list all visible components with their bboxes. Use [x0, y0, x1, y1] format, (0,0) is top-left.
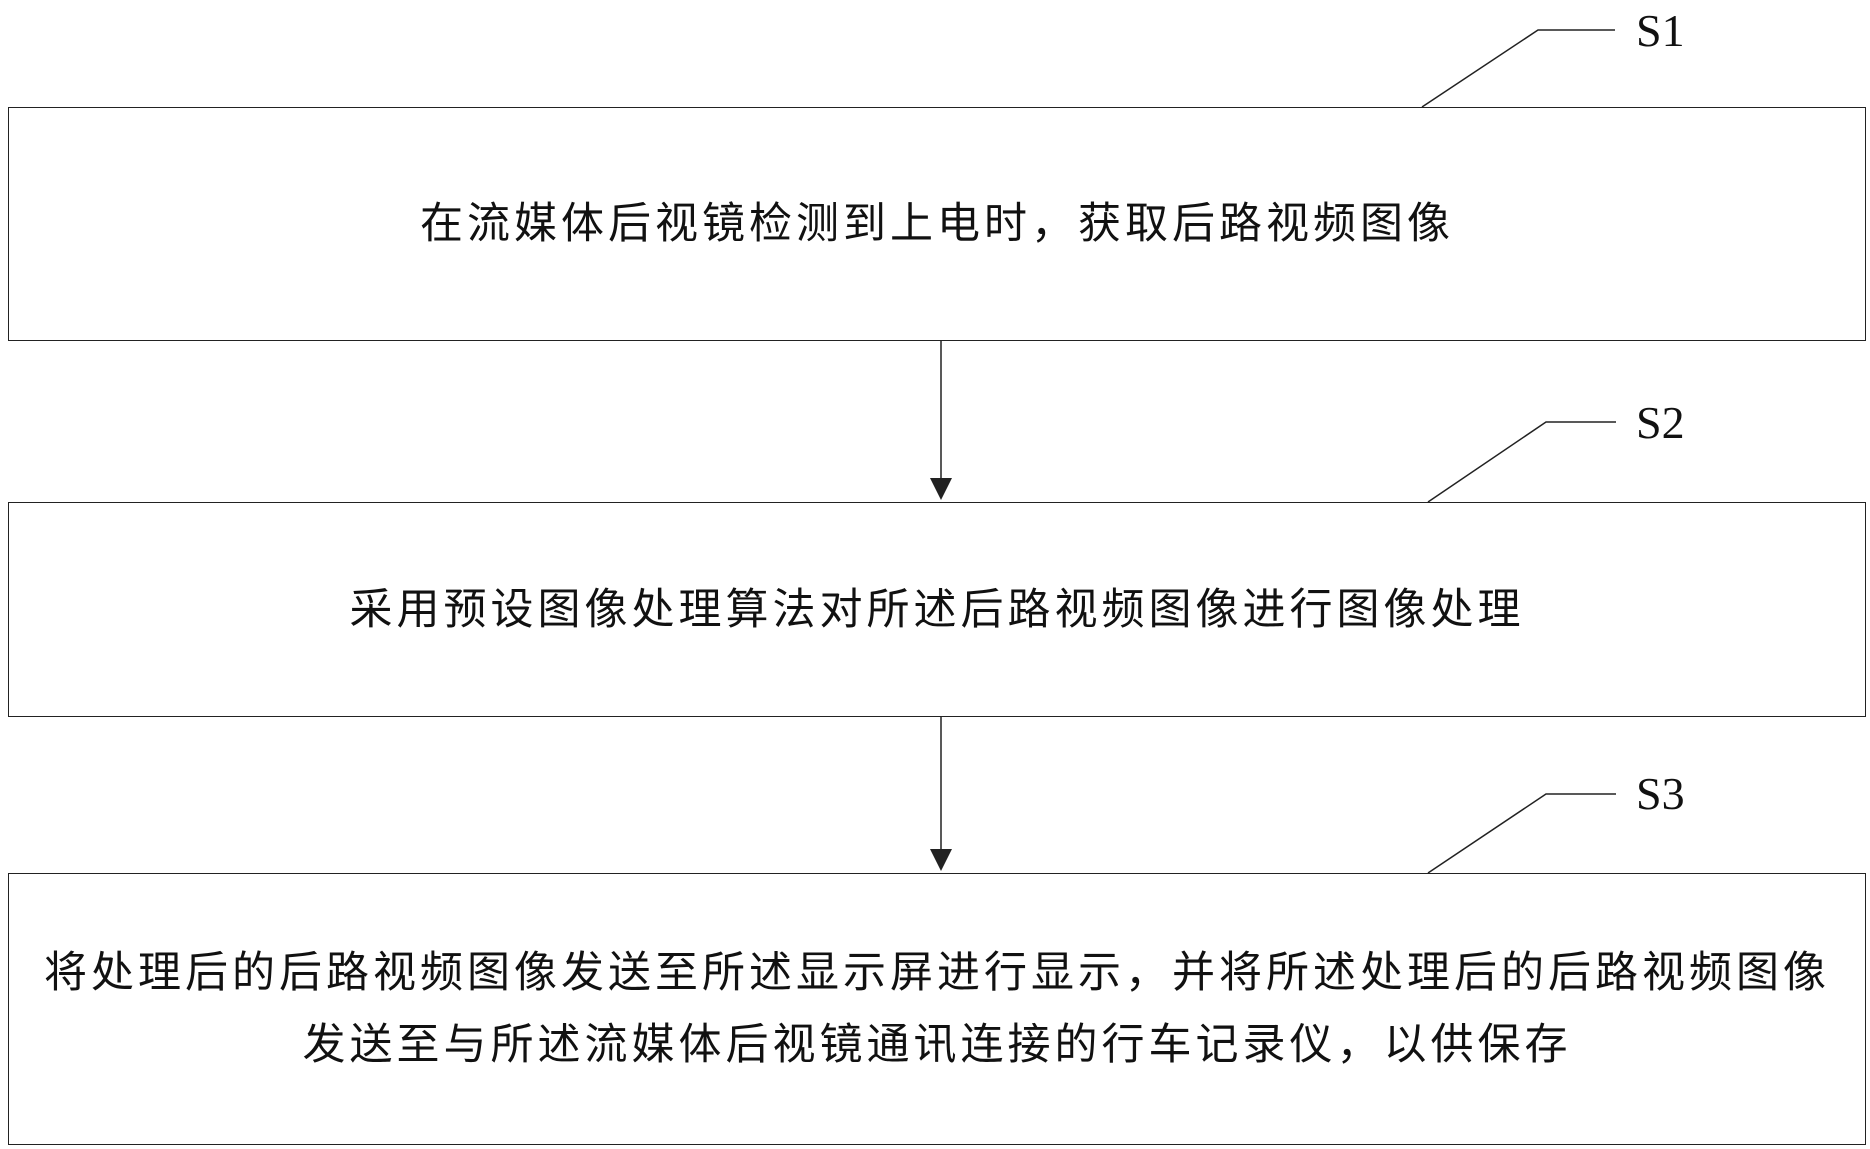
step-box-s1: 在流媒体后视镜检测到上电时，获取后路视频图像: [8, 107, 1866, 341]
step-label-s2: S2: [1636, 397, 1685, 448]
step-text-s2: 采用预设图像处理算法对所述后路视频图像进行图像处理: [349, 584, 1525, 635]
arrow-s2-to-s3-head: [930, 849, 952, 871]
s1-leader-line: [1421, 29, 1615, 108]
step-text-s3: 将处理后的后路视频图像发送至所述显示屏进行显示，并将所述处理后的后路视频图像发送…: [44, 948, 1830, 1070]
arrow-s1-to-s2-head: [930, 478, 952, 500]
step-label-s1: S1: [1636, 5, 1685, 56]
step-box-s2: 采用预设图像处理算法对所述后路视频图像进行图像处理: [8, 502, 1866, 717]
step-text-s1: 在流媒体后视镜检测到上电时，获取后路视频图像: [420, 199, 1454, 249]
step-label-s3: S3: [1636, 768, 1685, 819]
step-box-s3: 将处理后的后路视频图像发送至所述显示屏进行显示，并将所述处理后的后路视频图像发送…: [8, 873, 1866, 1145]
s2-leader-line: [1427, 421, 1616, 503]
s3-leader-line: [1427, 793, 1616, 874]
